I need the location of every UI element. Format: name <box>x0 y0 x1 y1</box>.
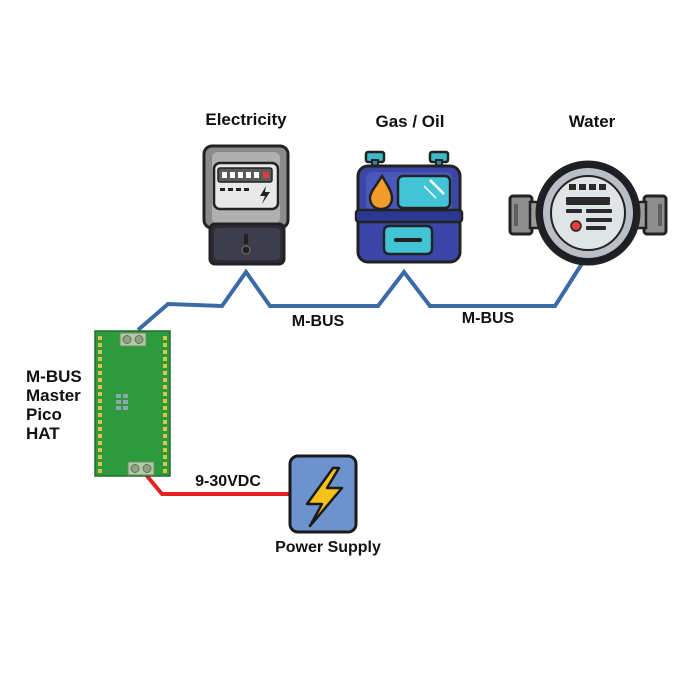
board-pin <box>163 392 167 396</box>
mbus-label-right: M-BUS <box>461 310 515 327</box>
board-pin <box>163 434 167 438</box>
board-pin <box>163 399 167 403</box>
board-pin <box>163 371 167 375</box>
electricity-meter-icon <box>202 144 290 266</box>
board-label-line: M-BUS <box>26 367 82 386</box>
board-pin <box>163 441 167 445</box>
board-pin <box>163 357 167 361</box>
board-pin <box>163 413 167 417</box>
board-pins-left <box>98 336 102 473</box>
board-pin <box>98 462 102 466</box>
board-pin <box>163 378 167 382</box>
board-pin <box>98 357 102 361</box>
board-pin <box>98 427 102 431</box>
power-wire <box>140 468 290 496</box>
board-pin <box>163 455 167 459</box>
board-pin <box>98 420 102 424</box>
board-label-line: Pico <box>26 405 62 424</box>
board-pin <box>98 469 102 473</box>
power-supply-box <box>288 454 358 534</box>
board-pin <box>163 448 167 452</box>
board-pin <box>98 364 102 368</box>
board-pin <box>163 343 167 347</box>
board-pin <box>98 448 102 452</box>
board-pin <box>98 413 102 417</box>
gas-meter-icon <box>354 150 464 264</box>
board-pin <box>163 427 167 431</box>
board-pin <box>163 469 167 473</box>
voltage-label: 9-30VDC <box>195 473 261 490</box>
electricity-label: Electricity <box>205 110 287 129</box>
board-pin <box>98 378 102 382</box>
board-pin <box>98 455 102 459</box>
board-pin <box>163 385 167 389</box>
board-label-line: HAT <box>26 424 60 443</box>
water-label: Water <box>568 112 616 131</box>
gas-oil-label: Gas / Oil <box>375 112 445 131</box>
board-pin <box>163 420 167 424</box>
pico-hat-board <box>94 330 171 477</box>
mbus-terminal <box>119 332 147 347</box>
board-pin <box>98 385 102 389</box>
board-pin <box>98 350 102 354</box>
board-label-line: Master <box>26 386 81 405</box>
board-pin <box>98 343 102 347</box>
power-supply-label: Power Supply <box>275 539 381 556</box>
board-pin <box>163 462 167 466</box>
lightning-bolt-icon <box>305 466 344 528</box>
board-pin <box>163 364 167 368</box>
board-pin <box>98 371 102 375</box>
board-pin <box>163 406 167 410</box>
board-pin <box>98 336 102 340</box>
water-meter-icon <box>508 160 668 266</box>
board-pin <box>98 399 102 403</box>
board-pin <box>98 434 102 438</box>
mbus-label-left: M-BUS <box>291 313 345 330</box>
power-terminal <box>127 461 155 476</box>
board-pin <box>163 336 167 340</box>
mbus-wire <box>136 260 585 332</box>
board-pin <box>98 441 102 445</box>
board-pin <box>98 392 102 396</box>
board-pin <box>98 406 102 410</box>
board-pins-right <box>163 336 167 473</box>
board-label: M-BUS Master Pico HAT <box>26 367 82 443</box>
board-pin <box>163 350 167 354</box>
